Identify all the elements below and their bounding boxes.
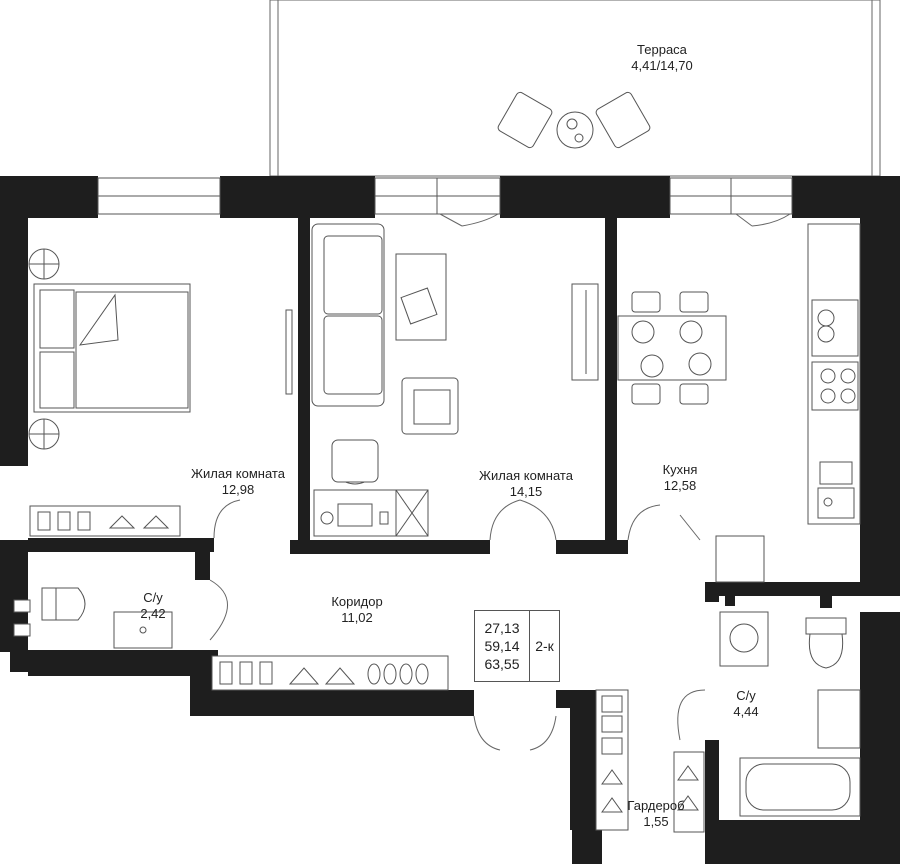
bedroom-furniture xyxy=(28,248,293,537)
room-label-bath2: С/у 4,44 xyxy=(733,688,758,720)
room-area: 4,41/14,70 xyxy=(631,58,693,73)
bedroom-wardrobe-hangers xyxy=(37,511,170,531)
room-label-kitchen: Кухня 12,58 xyxy=(663,462,698,494)
room-name: Терраса xyxy=(637,42,687,57)
terrace-area xyxy=(269,0,881,177)
room-area: 12,98 xyxy=(221,482,255,497)
room-area: 12,58 xyxy=(663,478,697,493)
room-name: Жилая комната xyxy=(479,468,573,483)
room-area: 11,02 xyxy=(341,610,373,625)
room-area: 14,15 xyxy=(509,484,543,499)
room-label-living: Жилая комната 14,15 xyxy=(479,468,573,500)
room-area: 1,55 xyxy=(643,814,669,829)
room-label-bath1: С/у 2,42 xyxy=(140,590,165,622)
room-count: 2-к xyxy=(535,638,554,654)
room-name: Жилая комната xyxy=(191,466,285,481)
room-name: Гардероб xyxy=(627,798,685,813)
closet-fixtures xyxy=(595,689,705,833)
area-values: 27,13 59,14 63,55 xyxy=(475,611,530,681)
area-summary: 27,13 59,14 63,55 2-к xyxy=(474,610,560,682)
living-furniture xyxy=(311,223,599,537)
total-area-value: 59,14 xyxy=(484,638,520,654)
room-name: Коридор xyxy=(331,594,383,609)
room-label-bedroom: Жилая комната 12,98 xyxy=(191,466,285,498)
corridor-wardrobe xyxy=(211,655,449,691)
kitchen-furniture xyxy=(617,223,861,583)
room-label-corridor: Коридор 11,02 xyxy=(331,594,382,626)
living-area-value: 27,13 xyxy=(484,620,520,636)
total-with-terrace-value: 63,55 xyxy=(484,656,520,672)
room-area: 2,42 xyxy=(140,606,166,621)
room-name: Кухня xyxy=(662,462,698,477)
room-label-terrace: Терраса 4,41/14,70 xyxy=(631,42,692,74)
room-label-wardrobe: Гардероб 1,55 xyxy=(627,798,684,830)
room-name: С/у xyxy=(736,688,756,703)
door-swings xyxy=(209,213,791,751)
room-name: С/у xyxy=(143,590,163,605)
bath2-fixtures xyxy=(719,611,861,817)
room-area: 4,44 xyxy=(733,704,759,719)
terrace-chairs xyxy=(497,91,651,149)
walls xyxy=(0,176,900,864)
windows xyxy=(97,177,793,215)
bath1-fixtures xyxy=(13,587,173,649)
